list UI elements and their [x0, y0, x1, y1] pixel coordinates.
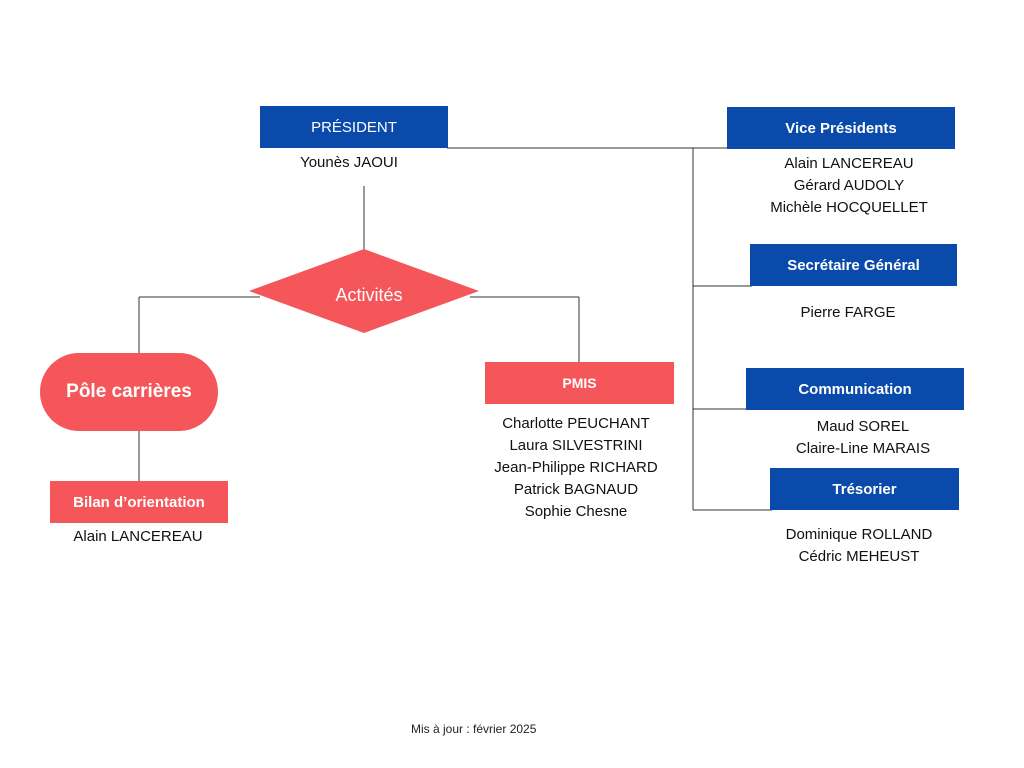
- communication-member: Claire-Line MARAIS: [795, 440, 931, 457]
- treasurer-members: Dominique ROLLAND Cédric MEHEUST: [759, 524, 959, 568]
- secretary-member: Pierre FARGE: [800, 304, 896, 321]
- pmis-members: Charlotte PEUCHANT Laura SILVESTRINI Jea…: [476, 413, 676, 523]
- activities-label: Activités: [335, 284, 403, 305]
- communication-box: Communication: [746, 368, 964, 410]
- pmis-member: Charlotte PEUCHANT: [502, 415, 650, 432]
- pmis-member: Jean-Philippe RICHARD: [494, 459, 658, 476]
- communication-member: Maud SOREL: [816, 418, 910, 435]
- communication-members: Maud SOREL Claire-Line MARAIS: [763, 416, 963, 460]
- bilan-orientation-box: Bilan d’orientation: [50, 481, 228, 523]
- bilan-title: Bilan d’orientation: [73, 493, 205, 511]
- pole-carrieres: Pôle carrières: [40, 353, 218, 431]
- vice-presidents-members: Alain LANCEREAU Gérard AUDOLY Michèle HO…: [749, 153, 949, 219]
- pmis-title: PMIS: [562, 375, 597, 391]
- treasurer-title: Trésorier: [832, 480, 897, 498]
- pmis-member: Patrick BAGNAUD: [513, 481, 639, 498]
- pmis-member: Sophie Chesne: [524, 503, 628, 520]
- treasurer-box: Trésorier: [770, 468, 959, 510]
- activities-diamond: [249, 249, 479, 333]
- bilan-name: Alain LANCEREAU: [73, 528, 203, 545]
- treasurer-member: Cédric MEHEUST: [798, 548, 920, 565]
- updated-date: Mis à jour : février 2025: [411, 722, 537, 736]
- vice-presidents-title: Vice Présidents: [785, 119, 897, 137]
- communication-title: Communication: [798, 380, 912, 398]
- vice-presidents-box: Vice Présidents: [727, 107, 955, 149]
- pmis-member: Laura SILVESTRINI: [509, 437, 643, 454]
- pmis-box: PMIS: [485, 362, 674, 404]
- secretary-title: Secrétaire Général: [787, 256, 920, 274]
- treasurer-member: Dominique ROLLAND: [785, 526, 933, 543]
- secretary-box: Secrétaire Général: [750, 244, 957, 286]
- president-box: PRÉSIDENT: [260, 106, 448, 148]
- vice-president-member: Alain LANCEREAU: [784, 155, 914, 172]
- secretary-members: Pierre FARGE: [748, 302, 948, 324]
- vice-president-member: Michèle HOCQUELLET: [770, 199, 928, 216]
- president-name: Younès JAOUI: [300, 154, 398, 171]
- vice-president-member: Gérard AUDOLY: [793, 177, 905, 194]
- president-title: PRÉSIDENT: [311, 118, 397, 136]
